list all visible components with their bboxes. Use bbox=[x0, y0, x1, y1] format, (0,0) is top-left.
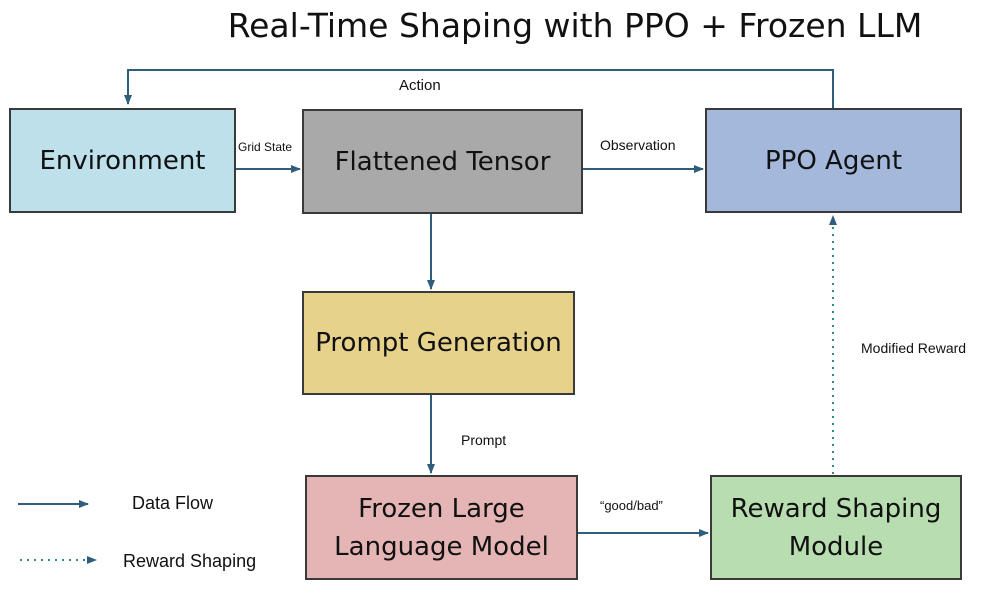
node-frozen-llm: Frozen Large Language Model bbox=[305, 475, 578, 580]
edge-action-arrow bbox=[124, 69, 834, 108]
edge-label-modified-reward: Modified Reward bbox=[861, 340, 967, 356]
node-prompt-generation: Prompt Generation bbox=[302, 291, 575, 395]
edge-label-prompt: Prompt bbox=[461, 432, 507, 448]
node-flattened-tensor: Flattened Tensor bbox=[302, 109, 583, 214]
legend-reward-shaping-label: Reward Shaping bbox=[123, 551, 257, 571]
diagram-title: Real-Time Shaping with PPO + Frozen LLM bbox=[227, 6, 923, 45]
node-reward-shaping-module: Reward Shaping Module bbox=[710, 475, 962, 580]
edge-label-observation: Observation bbox=[600, 137, 676, 153]
legend-data-flow-label: Data Flow bbox=[132, 493, 214, 513]
edge-label-good-bad: “good/bad” bbox=[600, 498, 663, 513]
node-environment: Environment bbox=[9, 108, 236, 213]
edge-label-grid-state: Grid State bbox=[238, 140, 293, 154]
node-ppo-agent: PPO Agent bbox=[705, 108, 962, 213]
edge-label-action: Action bbox=[399, 77, 441, 94]
